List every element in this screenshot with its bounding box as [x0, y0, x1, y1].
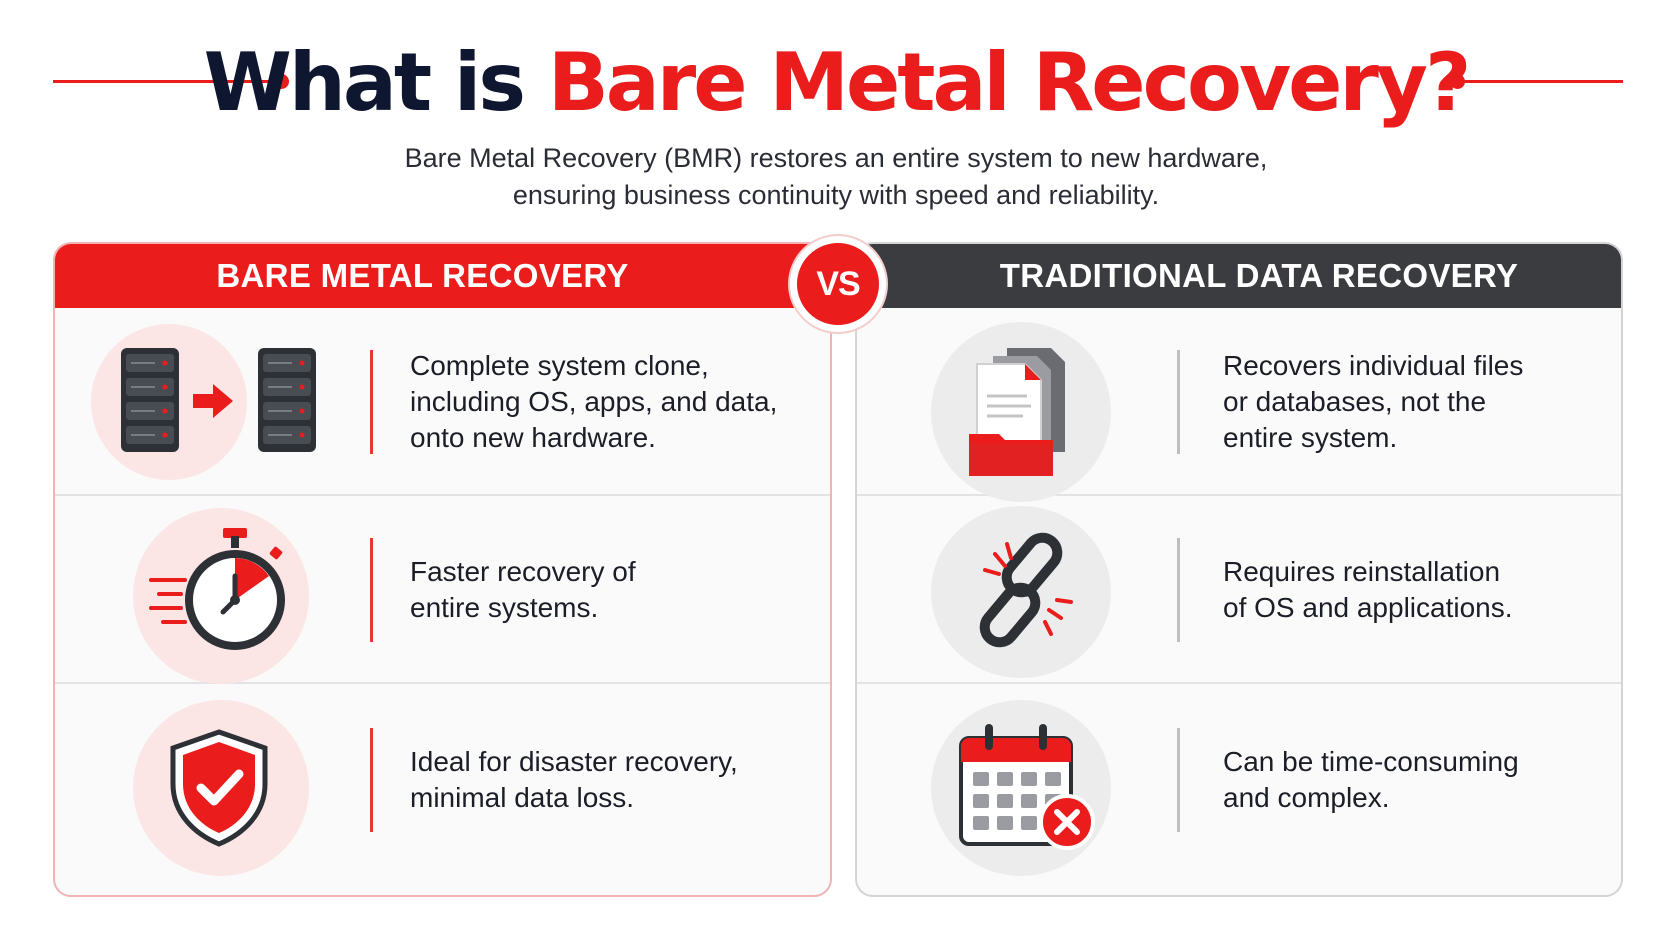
- page-subtitle: Bare Metal Recovery (BMR) restores an en…: [0, 140, 1672, 214]
- tdr-row-2-text: Requires reinstallation of OS and applic…: [1223, 554, 1613, 626]
- title-decor-dot-left: [274, 74, 289, 89]
- text-line: onto new hardware.: [410, 422, 656, 453]
- text-line: Faster recovery of: [410, 556, 636, 587]
- vs-badge: VS: [790, 236, 886, 332]
- text-line: entire system.: [1223, 422, 1398, 453]
- bmr-row-system-clone: Complete system clone, including OS, app…: [55, 308, 830, 496]
- tdr-row-individual-files: Recovers individual files or databases, …: [857, 308, 1621, 502]
- text-line: Requires reinstallation: [1223, 556, 1501, 587]
- title-part-dark: What is: [203, 36, 548, 129]
- text-line: and complex.: [1223, 782, 1390, 813]
- tdr-row-3-text: Can be time-consuming and complex.: [1223, 744, 1613, 816]
- subtitle-line-1: Bare Metal Recovery (BMR) restores an en…: [404, 143, 1268, 173]
- text-line: entire systems.: [410, 592, 599, 623]
- bmr-row-1-text: Complete system clone, including OS, app…: [410, 348, 830, 456]
- files-folder-icon: [969, 348, 1065, 476]
- bmr-row-disaster-recovery: Ideal for disaster recovery, minimal dat…: [55, 684, 830, 895]
- traditional-data-recovery-panel: TRADITIONAL DATA RECOVERY Recovers indiv…: [855, 242, 1623, 897]
- page-title: What is Bare Metal Recovery?: [0, 28, 1672, 138]
- row-divider: [370, 728, 373, 832]
- server-migration-icon: [121, 348, 316, 452]
- shield-check-icon: [170, 729, 268, 847]
- title-decor-line-right: [1458, 80, 1623, 83]
- text-line: Recovers individual files: [1223, 350, 1524, 381]
- text-line: Complete system clone,: [410, 350, 709, 381]
- bare-metal-recovery-heading: BARE METAL RECOVERY: [55, 244, 830, 308]
- bmr-row-faster-recovery: Faster recovery of entire systems.: [55, 496, 830, 684]
- text-line: of OS and applications.: [1223, 592, 1513, 623]
- text-line: or databases, not the: [1223, 386, 1487, 417]
- row-divider: [1177, 728, 1180, 832]
- row-divider: [1177, 538, 1180, 642]
- title-decor-line-left: [53, 80, 279, 83]
- title-decor-dot-right: [1450, 74, 1465, 89]
- text-line: including OS, apps, and data,: [410, 386, 778, 417]
- text-line: Ideal for disaster recovery,: [410, 746, 738, 777]
- text-line: minimal data loss.: [410, 782, 635, 813]
- traditional-data-recovery-heading: TRADITIONAL DATA RECOVERY: [857, 244, 1621, 308]
- stopwatch-icon: [149, 528, 285, 650]
- broken-chain-icon: [979, 532, 1073, 648]
- tdr-row-1-text: Recovers individual files or databases, …: [1223, 348, 1613, 456]
- calendar-x-icon: [959, 724, 1095, 850]
- title-part-red: Bare Metal Recovery?: [547, 36, 1472, 129]
- bmr-row-3-text: Ideal for disaster recovery, minimal dat…: [410, 744, 830, 816]
- bare-metal-recovery-panel: BARE METAL RECOVERY: [53, 242, 832, 897]
- bmr-row-2-text: Faster recovery of entire systems.: [410, 554, 830, 626]
- row-divider: [370, 538, 373, 642]
- row-divider: [1177, 350, 1180, 454]
- row-divider: [370, 350, 373, 454]
- subtitle-line-2: ensuring business continuity with speed …: [512, 180, 1160, 210]
- tdr-row-time-consuming: Can be time-consuming and complex.: [857, 684, 1621, 895]
- text-line: Can be time-consuming: [1223, 746, 1519, 777]
- tdr-row-reinstallation: Requires reinstallation of OS and applic…: [857, 496, 1621, 684]
